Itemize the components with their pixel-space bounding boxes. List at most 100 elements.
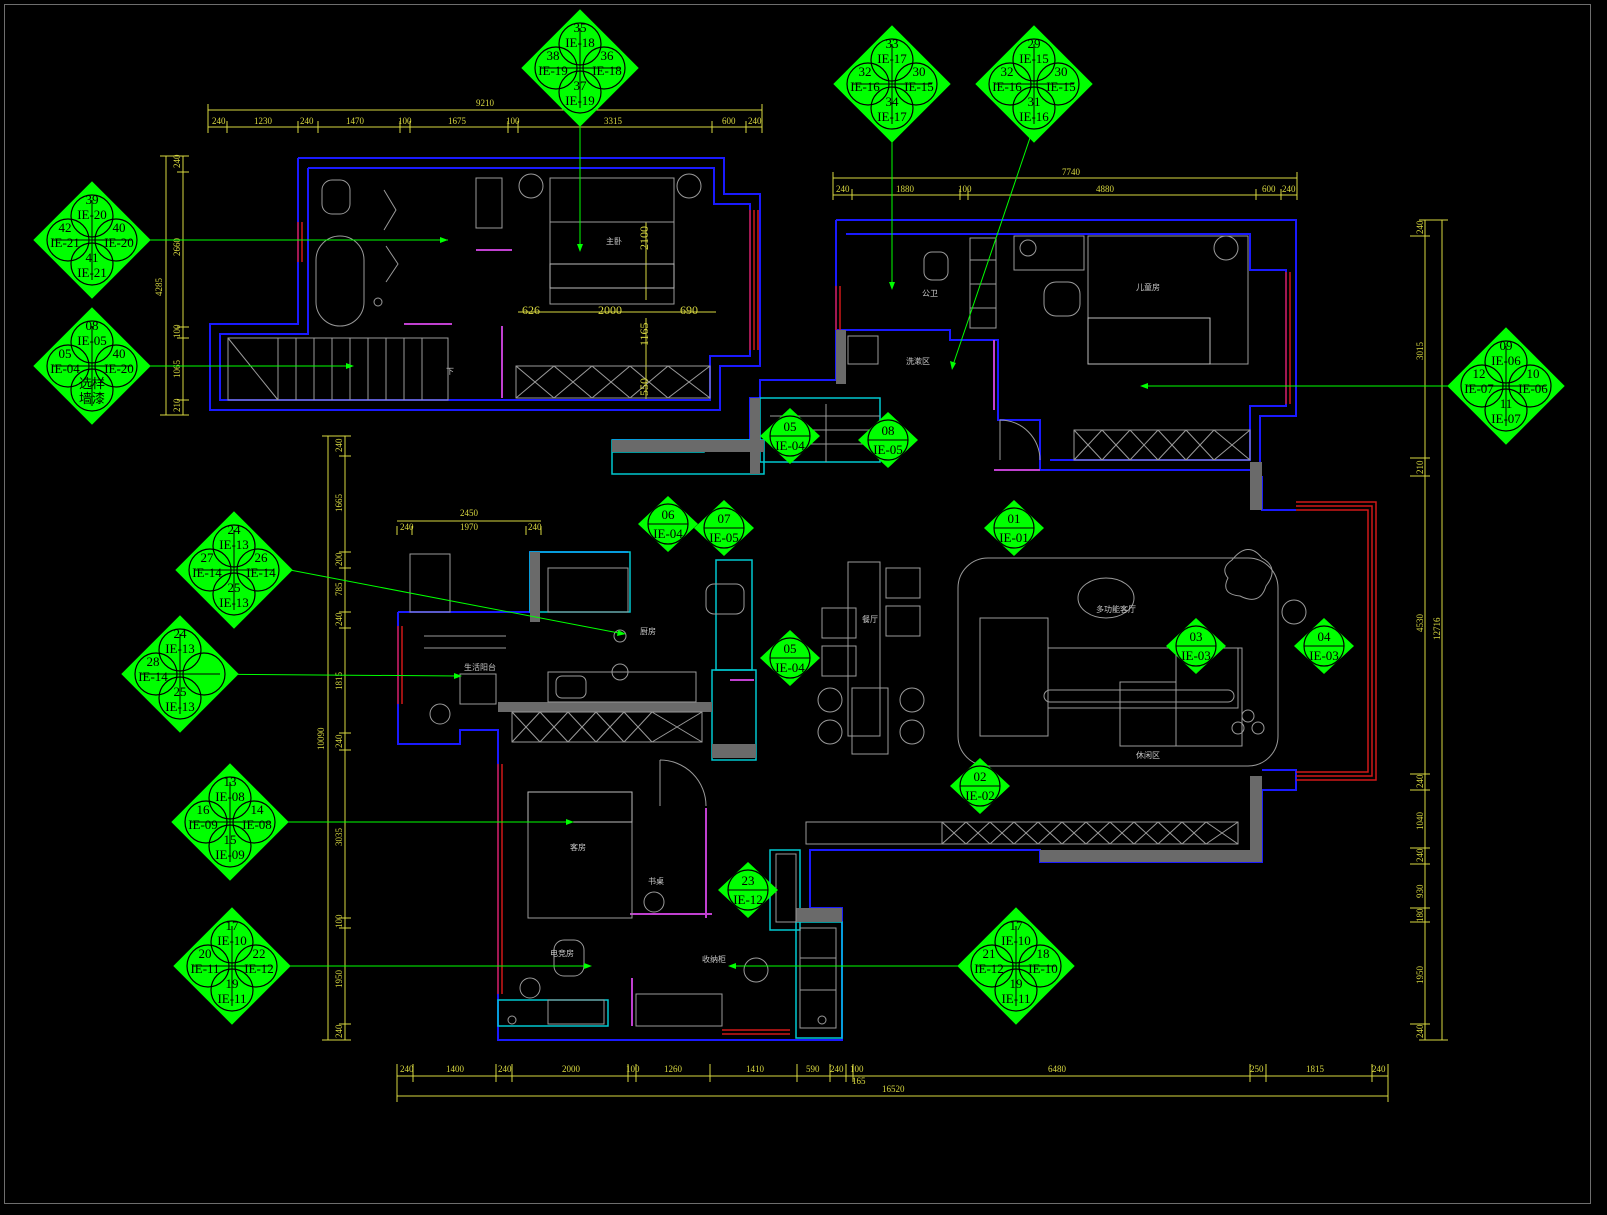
dim-text: 240 [1415,220,1425,234]
symbol-number: 34 [886,94,900,109]
symbol-number: 37 [574,78,588,93]
symbol-number: 36 [601,48,615,63]
dim-text: 240 [334,734,344,748]
label-kids-room: 儿童房 [1136,282,1160,292]
dim-text: 2000 [598,303,622,317]
symbol-sheet-code: IE-15 [904,79,934,94]
dim-text: 3015 [1415,342,1425,361]
dim-text: 1970 [460,522,479,532]
label-storage: 收纳柜 [702,954,726,964]
symbol-sheet-code: IE-05 [709,530,739,545]
symbol-sheet-code: IE-07 [1491,411,1521,426]
symbol-number: 40 [113,346,126,361]
label-study: 电竞房 [550,948,574,958]
symbol-sheet-code: IE-17 [877,109,907,124]
symbol-sheet-code: IE-04 [775,660,805,675]
symbol-sheet-code: IE-12 [974,961,1004,976]
symbol-sheet-code: IE-14 [192,565,222,580]
symbol-sheet-code: IE-11 [190,961,219,976]
windows [297,210,1377,1035]
dim-text: 1815 [1306,1064,1325,1074]
dim-text: 1260 [664,1064,683,1074]
symbol-sheet-code: IE-10 [1028,961,1058,976]
cabinet-mid [511,711,703,743]
dim-text: 240 [212,116,226,126]
dim-text: 7740 [1062,167,1081,177]
symbol-sheet-code: IE-06 [1491,353,1521,368]
dim-text: 240 [400,522,414,532]
symbol-number: 40 [113,220,126,235]
accent-lines [404,249,1040,1026]
dim-text: 240 [1282,184,1296,194]
symbol-sheet-code: IE-04 [775,438,805,453]
symbol-number: 02 [974,769,987,784]
dim-text: 240 [300,116,314,126]
dim-text: 180 [1415,908,1425,922]
symbol-number: 05 [784,641,797,656]
dim-text: 600 [1262,184,1276,194]
dim-text: 10090 [316,727,326,750]
symbol-number: 04 [1318,629,1332,644]
dim-text: 240 [748,116,762,126]
symbol-number: 42 [59,220,72,235]
symbol-sheet-code: IE-10 [1001,933,1031,948]
dim-text: 1950 [1415,966,1425,985]
symbol-number: 18 [1037,946,1050,961]
symbol-sheet-code: IE-14 [246,565,276,580]
symbol-sheet-code: IE-19 [538,63,568,78]
symbol-number: 25 [174,684,187,699]
symbol-number: 10 [1527,366,1540,381]
dim-text: 2000 [562,1064,581,1074]
leader-arrows [346,237,1148,969]
dim-text: 240 [528,522,542,532]
symbol-number: 24 [174,626,188,641]
wardrobe-kids [1073,429,1251,461]
dim-text: 12716 [1432,617,1442,640]
dim-text: 6480 [1048,1064,1067,1074]
dim-text: 4285 [154,278,164,297]
symbol-number: 21 [983,946,996,961]
symbol-number: 30 [913,64,926,79]
symbol-number: 29 [1028,36,1041,51]
symbol-number: 15 [224,832,237,847]
dim-text: 240 [1415,1024,1425,1038]
dim-text: 1880 [896,184,915,194]
room-labels: 主卧 下 儿童房 公卫 洗漱区 厨房 餐厅 生活阳台 多功能客厅 休闲区 客房 … [446,236,1160,964]
symbol-number: 20 [199,946,212,961]
dim-text: 100 [334,914,344,928]
symbol-number: 选样 [79,376,105,391]
label-kitchen: 厨房 [640,626,656,636]
symbol-number: 23 [742,873,755,888]
dim-text: 1470 [346,116,365,126]
symbol-sheet-code: IE-20 [104,235,134,250]
dim-text: 9210 [476,98,495,108]
dim-text: 240 [334,1024,344,1038]
symbol-number: 22 [253,946,266,961]
index-symbols: 35IE-1838IE-1936IE-1837IE-1933IE-1732IE-… [33,9,1565,1025]
symbol-number: 08 [86,318,99,333]
dim-text: 100 [172,324,182,338]
dim-text: 240 [1415,848,1425,862]
